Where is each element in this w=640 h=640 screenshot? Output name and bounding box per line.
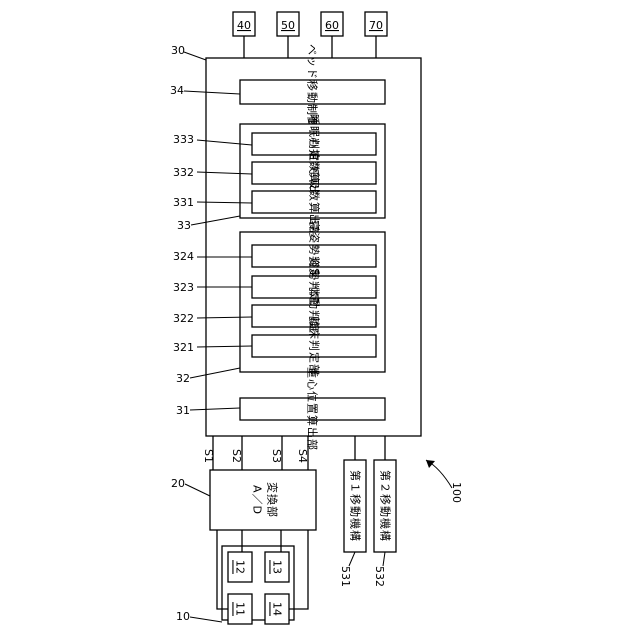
- ref-33: 33: [177, 219, 191, 232]
- component-50-label: 50: [281, 19, 295, 32]
- leader-531: [349, 552, 355, 566]
- component-40-label: 40: [237, 19, 251, 32]
- mechanism-532-label: 第２移動機構: [379, 470, 393, 542]
- ref-331: 331: [173, 196, 194, 209]
- ref-324: 324: [173, 250, 194, 263]
- component-70-label: 70: [369, 19, 383, 32]
- sensor-13-label: 13: [271, 560, 284, 574]
- ad-converter-box: A／D 変換部: [210, 470, 316, 530]
- ref-30: 30: [171, 44, 185, 57]
- signal-s2-label: S2: [230, 449, 243, 463]
- sensor-14: 14: [265, 594, 289, 624]
- ref-100: 100: [450, 482, 463, 503]
- ref-34: 34: [170, 84, 184, 97]
- mechanism-531-label: 第１移動機構: [349, 470, 363, 542]
- ref-532: 532: [373, 566, 386, 587]
- ref-321: 321: [173, 341, 194, 354]
- sensor-12: 12: [228, 552, 252, 582]
- sensor-12-label: 12: [234, 560, 247, 574]
- ref-333: 333: [173, 133, 194, 146]
- ref-31: 31: [176, 404, 190, 417]
- signal-lines: [213, 436, 308, 470]
- leader-10: [190, 617, 222, 622]
- component-box-40: 40: [233, 12, 255, 36]
- ref-323: 323: [173, 281, 194, 294]
- component-box-70: 70: [365, 12, 387, 36]
- component-60-label: 60: [325, 19, 339, 32]
- sensor-13: 13: [265, 552, 289, 582]
- leader-532: [383, 552, 385, 566]
- ref-332: 332: [173, 166, 194, 179]
- mechanism-531: 第１移動機構: [344, 460, 366, 552]
- ref-322: 322: [173, 312, 194, 325]
- sensor-14-label: 14: [271, 602, 284, 616]
- sensor-11-label: 11: [234, 602, 247, 616]
- leader-20: [185, 484, 210, 496]
- signal-s1-label: S1: [202, 449, 215, 463]
- signal-s4-label: S4: [296, 449, 309, 463]
- leader-30: [184, 52, 206, 60]
- ref-20: 20: [171, 477, 185, 490]
- component-box-50: 50: [277, 12, 299, 36]
- ad-converter-line2: 変換部: [266, 482, 280, 518]
- signal-s3-label: S3: [270, 449, 283, 463]
- ref-32: 32: [176, 372, 190, 385]
- ref-531: 531: [339, 566, 352, 587]
- mechanism-532: 第２移動機構: [374, 460, 396, 552]
- sensor-11: 11: [228, 594, 252, 624]
- ref-10: 10: [176, 610, 190, 623]
- component-box-60: 60: [321, 12, 343, 36]
- mechanism-connectors: [355, 436, 385, 460]
- system-arrow: [426, 460, 452, 488]
- ad-converter-line1: A／D: [251, 485, 264, 515]
